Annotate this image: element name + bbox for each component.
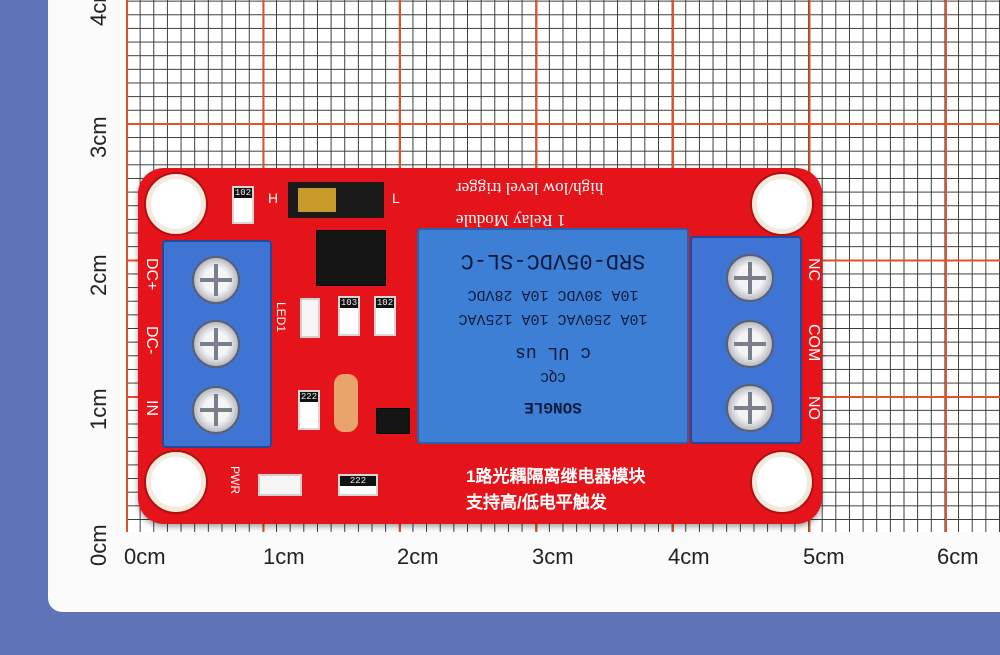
mount-hole-br	[752, 452, 812, 512]
y-label-0: 0cm	[86, 524, 111, 566]
resistor-r2: 103	[338, 296, 360, 336]
optocoupler-chip	[316, 230, 386, 286]
x-label-3: 3cm	[532, 544, 574, 569]
pin-label-no: NO	[805, 396, 822, 420]
trigger-jumper	[288, 182, 384, 218]
mount-hole-tr	[752, 174, 812, 234]
pin-label-in: IN	[143, 400, 160, 416]
screw-dcminus	[192, 320, 240, 368]
screw-in	[192, 386, 240, 434]
module-desc-cn-2: 支持高/低电平触发	[466, 493, 607, 512]
y-label-1: 1cm	[86, 388, 111, 430]
y-label-4: 4cm	[86, 0, 111, 26]
x-label-4: 4cm	[668, 544, 710, 569]
jumper-cap	[298, 188, 336, 212]
screw-com	[726, 320, 774, 368]
input-terminal-block	[162, 240, 272, 448]
screw-no	[726, 384, 774, 432]
led-indicator	[300, 298, 320, 338]
output-terminal-block	[690, 236, 802, 444]
relay-brand: SONGLE	[524, 398, 582, 416]
jumper-label-h: H	[268, 190, 279, 206]
resistor-r5: 222	[338, 474, 378, 496]
resistor-r1: 102	[232, 186, 254, 224]
resistor-code: 222	[340, 476, 376, 486]
transistor	[376, 408, 410, 434]
resistor-code: 102	[234, 188, 252, 198]
jumper-label-l: L	[392, 190, 400, 206]
x-label-6: 6cm	[937, 544, 979, 569]
relay-cqc-mark: CQC	[540, 368, 566, 384]
resistor-code: 222	[300, 392, 318, 402]
resistor-r4: 222	[298, 390, 320, 430]
module-desc-cn-1: 1路光耦隔离继电器模块	[466, 467, 646, 486]
y-label-3: 3cm	[86, 116, 111, 158]
y-label-2: 2cm	[86, 254, 111, 296]
module-title: 1 Relay Module	[456, 211, 566, 230]
x-label-5: 5cm	[803, 544, 845, 569]
relay-ul-mark: c UL us	[515, 342, 591, 362]
resistor-code: 103	[340, 298, 358, 308]
module-subtitle: high/low level trigger	[456, 179, 604, 198]
relay-component: SRD-05VDC-SL-C 10A 30VDC 10A 28VDC 10A 2…	[417, 228, 689, 444]
pin-label-dcplus: DC+	[143, 258, 160, 291]
relay-board: DC+ DC- IN NC COM NO SRD-05VDC-SL-C 10A …	[138, 168, 822, 524]
mount-hole-bl	[146, 452, 206, 512]
mount-hole-tl	[146, 174, 206, 234]
x-label-0: 0cm	[124, 544, 166, 569]
screw-nc	[726, 254, 774, 302]
pin-label-nc: NC	[805, 258, 822, 282]
x-label-2: 2cm	[397, 544, 439, 569]
led-power	[258, 474, 302, 496]
led-label: LED1	[274, 302, 288, 333]
pin-label-com: COM	[805, 324, 822, 362]
relay-rating-ac: 10A 250VAC 10A 125VAC	[458, 310, 648, 327]
pwr-label: PWR	[228, 466, 242, 494]
relay-rating-dc: 10A 30VDC 10A 28VDC	[467, 286, 639, 303]
diode	[334, 374, 358, 432]
resistor-r3: 102	[374, 296, 396, 336]
resistor-code: 102	[376, 298, 394, 308]
screw-dcplus	[192, 256, 240, 304]
relay-model: SRD-05VDC-SL-C	[460, 248, 646, 273]
pin-label-dcminus: DC-	[143, 326, 160, 355]
x-label-1: 1cm	[263, 544, 305, 569]
